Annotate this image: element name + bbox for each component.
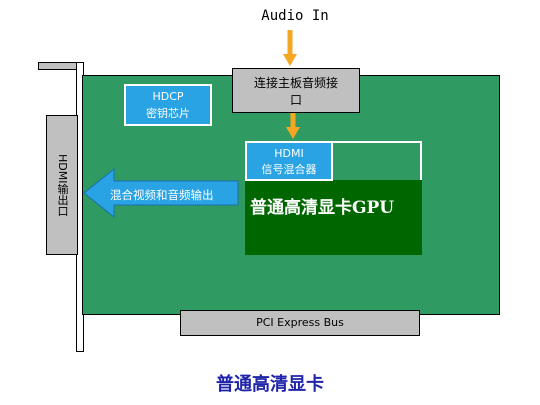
hdcp-chip: HDCP 密钥芯片 [124, 84, 212, 126]
audio-connector-line1: 连接主板音频接 [253, 76, 338, 90]
mixed-output-label: 混合视频和音频输出 [110, 188, 214, 202]
hdcp-chip-line2: 密钥芯片 [146, 107, 190, 120]
connector-to-mixer-arrow [286, 113, 300, 139]
mixed-output-arrow [83, 167, 239, 219]
hdmi-signal-mixer: HDMI 信号混合器 [245, 141, 333, 181]
diagram-caption: 普通高清显卡 [216, 374, 324, 395]
hdmi-output-port: HDMI输出口 [46, 115, 78, 255]
gpu-label: 普通高清显卡GPU [250, 198, 395, 218]
gpu-core [245, 180, 422, 255]
hdmi-output-label: HDMI输出口 [56, 153, 69, 217]
hdmi-mixer-line2: 信号混合器 [261, 163, 317, 176]
audio-connector-line2: 口 [289, 93, 302, 107]
audio-in-label: Audio In [261, 8, 329, 24]
audio-in-arrow [283, 30, 297, 66]
hdmi-mixer-line1: HDMI [274, 147, 304, 160]
audio-connector: 连接主板音频接 口 [232, 68, 360, 113]
pci-express-bus: PCI Express Bus [180, 310, 420, 336]
hdcp-chip-line1: HDCP [152, 90, 184, 103]
